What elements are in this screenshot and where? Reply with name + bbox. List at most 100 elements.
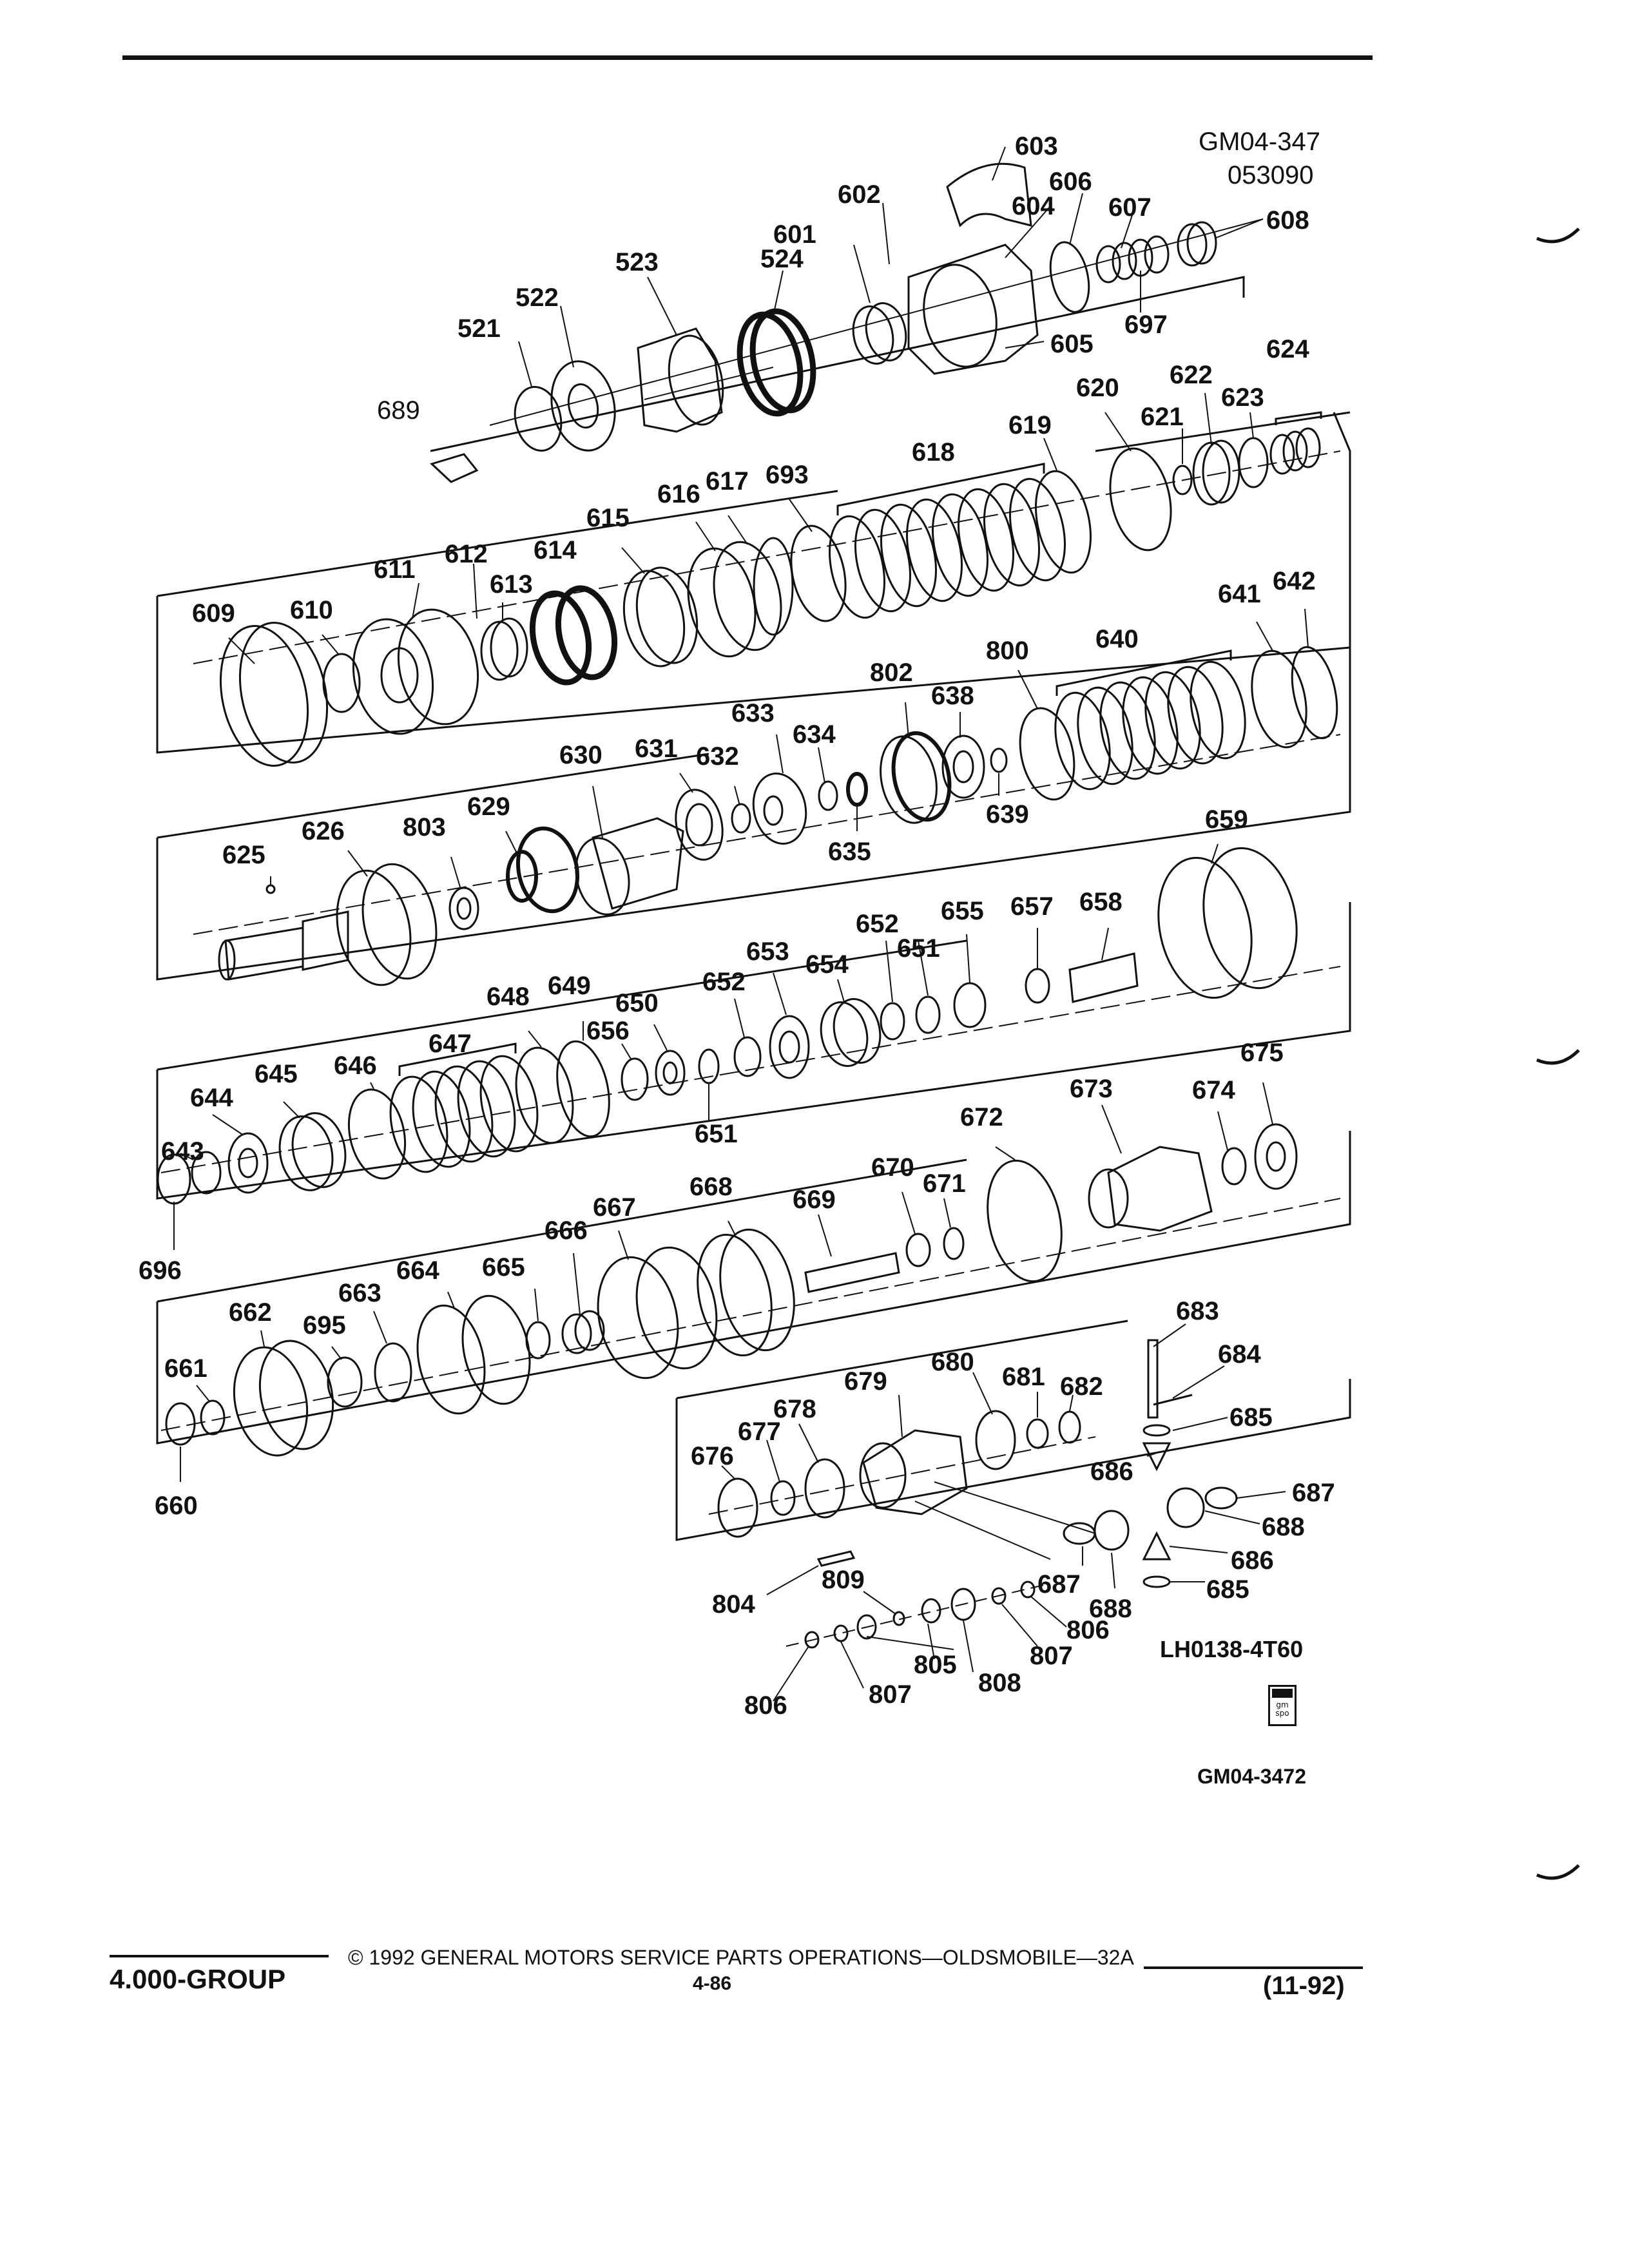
gm-spo-logo: gm spo	[1268, 1685, 1296, 1726]
part-label: 623	[1221, 383, 1264, 412]
section-outline-1	[430, 276, 1245, 452]
part-649	[556, 1040, 610, 1138]
part-label: 674	[1192, 1076, 1235, 1104]
part-label: 618	[912, 438, 955, 466]
part-label: 622	[1170, 361, 1213, 389]
part-label: 686	[1090, 1457, 1133, 1486]
part-607-seal-rings	[1095, 245, 1121, 284]
part-label: 649	[548, 972, 591, 1000]
part-label: 523	[615, 248, 659, 276]
part-label: 666	[545, 1216, 588, 1245]
part-614-seals	[529, 590, 592, 686]
part-618-clutch-pack	[828, 463, 1066, 619]
section-outline-6	[675, 1320, 1351, 1541]
part-label: 805	[914, 1651, 957, 1679]
part-label: 648	[487, 983, 530, 1011]
part-label: 803	[403, 813, 446, 841]
part-label: 662	[229, 1298, 272, 1327]
part-label: 656	[586, 1017, 630, 1045]
part-802	[880, 735, 938, 824]
part-label: 638	[931, 682, 974, 710]
part-label: 807	[1030, 1642, 1073, 1670]
part-label: 642	[1273, 567, 1316, 595]
part-label: 613	[490, 570, 533, 599]
part-650	[655, 1050, 686, 1096]
part-label: 607	[1108, 193, 1152, 222]
part-label: 670	[871, 1153, 914, 1182]
part-644	[227, 1132, 269, 1194]
part-671	[943, 1227, 965, 1260]
part-label: 643	[161, 1137, 204, 1166]
part-label: 650	[615, 989, 659, 1017]
part-label: 619	[1008, 411, 1052, 439]
part-804	[816, 1550, 856, 1567]
part-label: 651	[897, 934, 940, 963]
reference-number: GM04-347	[1199, 128, 1320, 156]
part-label: 653	[746, 937, 789, 966]
part-label: 603	[1015, 132, 1058, 160]
part-label: 696	[139, 1256, 182, 1285]
part-label: 614	[534, 536, 577, 564]
part-663	[374, 1342, 412, 1403]
part-label: 608	[1266, 206, 1309, 235]
part-label: 524	[760, 245, 804, 273]
gm-spo-logo-text: gm spo	[1275, 1700, 1289, 1718]
part-label: 668	[689, 1173, 733, 1201]
reference-date-code: 053090	[1228, 161, 1314, 189]
part-label: 609	[192, 599, 235, 628]
part-803	[448, 887, 479, 930]
part-684	[1153, 1394, 1193, 1406]
part-label: 652	[856, 910, 899, 938]
part-634	[818, 780, 838, 811]
part-611-drum	[352, 618, 434, 735]
part-label: 617	[706, 467, 749, 495]
part-681	[1026, 1418, 1049, 1449]
footer-rule-left	[110, 1955, 329, 1957]
part-522-plate	[550, 360, 616, 452]
part-label: 667	[593, 1193, 636, 1222]
part-688-left	[1094, 1510, 1130, 1551]
part-632	[731, 803, 751, 834]
part-609-band	[219, 625, 309, 767]
part-630	[592, 817, 684, 910]
part-label: 687	[1292, 1479, 1335, 1507]
part-label: 680	[931, 1348, 974, 1376]
section-outline-3	[156, 631, 1351, 981]
part-664-carrier	[416, 1304, 486, 1415]
part-667-drum	[597, 1256, 679, 1379]
part-label: 808	[978, 1669, 1021, 1697]
part-629-seals	[506, 850, 538, 903]
part-806-left	[804, 1631, 820, 1649]
part-807-right	[991, 1587, 1007, 1605]
part-label: 659	[1205, 805, 1248, 834]
part-label: 641	[1218, 580, 1261, 608]
part-645	[278, 1115, 334, 1191]
part-label: 602	[838, 180, 881, 209]
part-647-clutch-pack	[389, 1043, 539, 1173]
part-label: 685	[1206, 1575, 1249, 1604]
part-label: 611	[374, 555, 416, 584]
part-label: 671	[923, 1169, 966, 1198]
part-676	[717, 1477, 758, 1538]
part-label: 809	[822, 1566, 865, 1594]
part-682	[1058, 1410, 1081, 1444]
part-label: 673	[1070, 1075, 1113, 1103]
part-616	[687, 547, 757, 658]
part-label: 682	[1060, 1372, 1103, 1401]
part-672	[987, 1159, 1063, 1283]
part-label: 625	[222, 841, 265, 869]
part-label: 665	[482, 1253, 525, 1282]
part-label: 655	[941, 897, 984, 925]
part-678	[804, 1458, 845, 1519]
part-label: 807	[869, 1680, 912, 1709]
part-660	[165, 1402, 196, 1446]
part-label: 687	[1037, 1570, 1081, 1599]
diagram-code: LH0138-4T60	[1160, 1636, 1304, 1662]
part-label: 663	[338, 1279, 381, 1307]
part-label: 657	[1010, 892, 1054, 921]
part-673	[1107, 1146, 1213, 1232]
part-658	[1068, 952, 1139, 1003]
part-label: 651	[695, 1120, 738, 1148]
part-641	[1251, 649, 1307, 749]
part-675	[1254, 1123, 1298, 1190]
